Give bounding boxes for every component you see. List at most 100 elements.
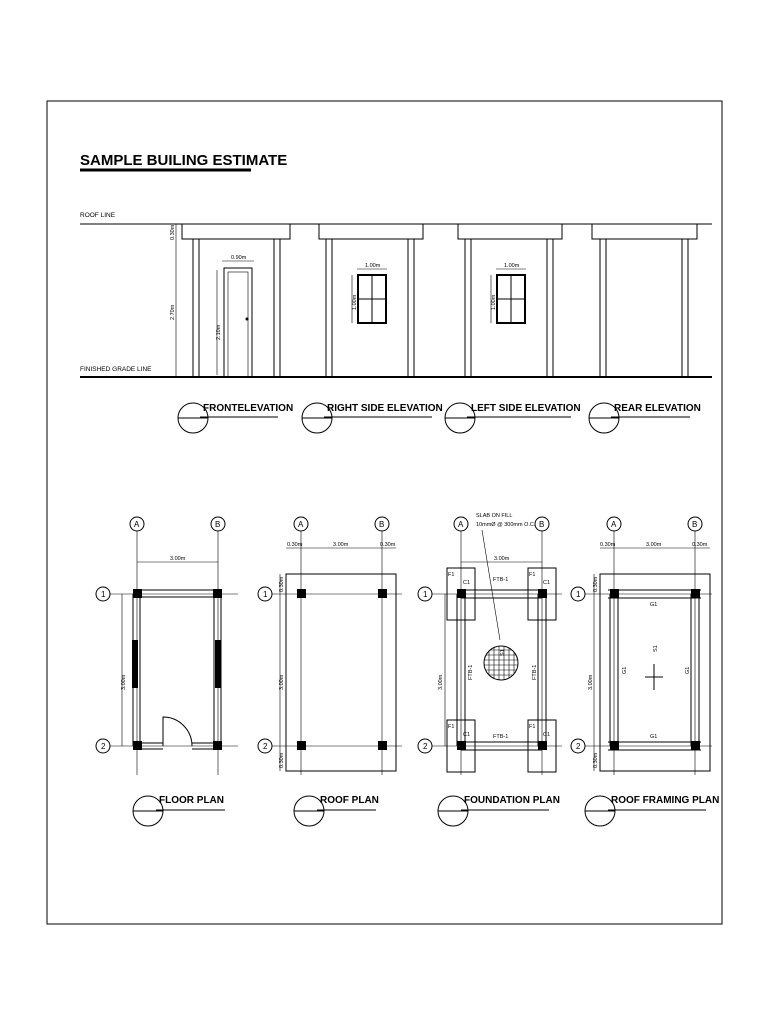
left-elevation-label: LEFT SIDE ELEVATION — [471, 403, 581, 414]
rf-overhang-top: 0.30m — [593, 576, 599, 592]
footing-b1 — [527, 567, 557, 621]
fdn-column-a2 — [457, 741, 466, 750]
fdn-column-b1 — [538, 589, 547, 598]
rear-col-left — [599, 238, 607, 378]
front-elevation-label: FRONTELEVATION — [203, 403, 293, 414]
left-col-right — [546, 238, 554, 378]
roof-grid-b: B — [379, 520, 384, 529]
floor-plan-label: FLOOR PLAN — [159, 795, 224, 806]
roof-overhang-right: 0.30m — [380, 542, 396, 548]
roof-column-a2 — [297, 741, 306, 750]
eave-dim: 0.30m — [170, 224, 176, 240]
roof-width-dim: 3.00m — [333, 542, 349, 548]
floor-width-dim: 3.00m — [170, 556, 186, 562]
right-elevation-label: RIGHT SIDE ELEVATION — [327, 403, 443, 414]
slab-hatch-circle — [483, 645, 519, 681]
rf-width-dim: 3.00m — [646, 542, 662, 548]
column-tag-a1: C1 — [463, 580, 470, 586]
floor-column-b1 — [213, 589, 222, 598]
door-knob — [245, 317, 249, 321]
floor-window-left — [132, 640, 138, 688]
rear-roof-slab — [591, 223, 698, 240]
roof-grid-2: 2 — [263, 742, 268, 751]
front-elevation: 0.90m 2.10m 2.70m 0.30m FRONTELEVATION — [170, 223, 293, 434]
roof-overhang-top: 0.30m — [279, 576, 285, 592]
roof-line-label: ROOF LINE — [80, 212, 116, 219]
rf-depth-dim: 3.00m — [588, 674, 594, 690]
rf-column-a1 — [610, 589, 619, 598]
rf-overhang-left: 0.30m — [600, 542, 616, 548]
roof-column-b2 — [378, 741, 387, 750]
rf-girder-tag-top: G1 — [650, 602, 657, 608]
right-win-h-dim: 1.00m — [352, 294, 358, 310]
column-tag-b1: C1 — [543, 580, 550, 586]
roof-depth-dim: 3.00m — [279, 674, 285, 690]
tie-beam-tag-bottom: FTB-1 — [493, 734, 508, 740]
roof-column-b1 — [378, 589, 387, 598]
wall-height-dim: 2.70m — [170, 304, 176, 320]
slab-note-line1: SLAB ON FILL — [476, 513, 512, 519]
tie-beam-tag-right: FTB-1 — [532, 665, 538, 680]
footing-a1 — [446, 567, 476, 621]
fdn-grid-a: A — [458, 520, 464, 529]
floor-column-b2 — [213, 741, 222, 750]
rf-grid-a: A — [611, 520, 617, 529]
fdn-width-dim: 3.00m — [494, 556, 510, 562]
fdn-column-b2 — [538, 741, 547, 750]
roof-grid-1: 1 — [263, 590, 268, 599]
right-win-w-dim: 1.00m — [365, 263, 381, 269]
fdn-grid-1: 1 — [423, 590, 428, 599]
roof-grid-a: A — [298, 520, 304, 529]
right-side-elevation: 1.00m 1.00m RIGHT SIDE ELEVATION — [301, 223, 443, 434]
roof-overhang-left: 0.30m — [287, 542, 303, 548]
door-height-dim: 2.10m — [216, 324, 222, 340]
rf-column-a2 — [610, 741, 619, 750]
column-tag-b2: C1 — [543, 732, 550, 738]
fdn-grid-b: B — [539, 520, 544, 529]
rf-grid-b: B — [692, 520, 697, 529]
floor-window-right — [215, 640, 221, 688]
footing-tag-b2: F1 — [529, 724, 535, 730]
roof-plan: A B 1 2 0.30m 3.00m 0.30m 0.30m 3.00m 0.… — [257, 516, 402, 827]
footing-tag-b1: F1 — [529, 572, 535, 578]
footing-tag-a2: F1 — [448, 724, 454, 730]
right-col-left — [325, 238, 333, 378]
front-roof-slab — [181, 223, 291, 240]
floor-depth-dim: 3.00m — [121, 674, 127, 690]
foundation-plan-label: FOUNDATION PLAN — [464, 795, 560, 806]
column-tag-a2: C1 — [463, 732, 470, 738]
footing-b2 — [527, 719, 557, 773]
front-col-left — [192, 238, 200, 378]
slab-note-leader — [481, 529, 501, 641]
front-col-right — [273, 238, 281, 378]
floor-grid-1: 1 — [101, 590, 106, 599]
roof-outline — [285, 573, 397, 772]
floor-column-a2 — [133, 741, 142, 750]
rear-col-right — [681, 238, 689, 378]
rf-overhang-bottom: 0.30m — [593, 752, 599, 768]
rf-grid-1: 1 — [576, 590, 581, 599]
rf-slab-tag: S1 — [653, 645, 659, 652]
floor-plan: A B 1 2 3.00m 3.00m — [95, 516, 238, 827]
roof-plan-label: ROOF PLAN — [320, 795, 379, 806]
left-win-h-dim: 1.00m — [491, 294, 497, 310]
right-col-right — [407, 238, 415, 378]
footing-tag-a1: F1 — [448, 572, 454, 578]
tie-beam-tag-top: FTB-1 — [493, 577, 508, 583]
fdn-grid-2: 2 — [423, 742, 428, 751]
left-roof-slab — [457, 223, 563, 240]
rf-girder-tag-right: G1 — [685, 667, 691, 674]
slab-note-line2: 10mmØ @ 300mm O.C. — [476, 522, 536, 528]
right-roof-slab — [318, 223, 424, 240]
rf-grid-2: 2 — [576, 742, 581, 751]
rf-girder-tag-bottom: G1 — [650, 734, 657, 740]
floor-grid-b: B — [215, 520, 220, 529]
floor-door-swing — [162, 716, 193, 747]
roof-overhang-bottom: 0.30m — [279, 752, 285, 768]
sheet-border — [46, 100, 723, 925]
left-side-elevation: 1.00m 1.00m LEFT SIDE ELEVATION — [444, 223, 581, 434]
fdn-depth-dim: 3.00m — [438, 674, 444, 690]
left-win-w-dim: 1.00m — [504, 263, 520, 269]
floor-grid-2: 2 — [101, 742, 106, 751]
